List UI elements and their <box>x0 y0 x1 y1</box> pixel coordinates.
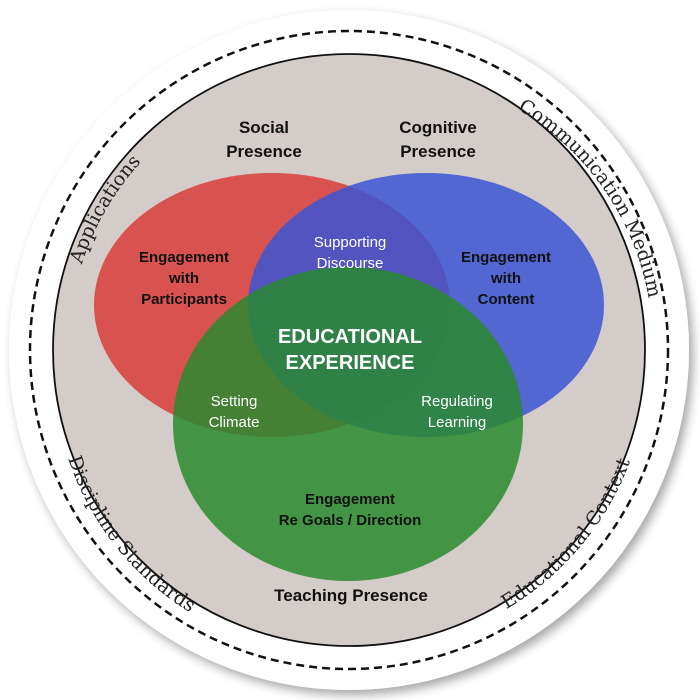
goals-label-line1: Engagement <box>305 491 395 508</box>
discourse-label-line1: Supporting <box>314 234 387 251</box>
participants-label-line3: Participants <box>141 291 227 308</box>
participants-label-line2: with <box>168 270 199 287</box>
center-label-line1: EDUCATIONAL <box>278 326 422 348</box>
teaching-presence-ellipse <box>173 267 523 581</box>
discourse-label-line2: Discourse <box>317 255 384 272</box>
cognitive-presence-title-line1: Cognitive <box>399 118 476 137</box>
participants-label-line1: Engagement <box>139 249 229 266</box>
social-presence-title-line1: Social <box>239 118 289 137</box>
regulating-label-line1: Regulating <box>421 393 493 410</box>
cognitive-presence-title-line2: Presence <box>400 142 476 161</box>
center-label-line2: EXPERIENCE <box>286 352 415 374</box>
goals-label-line2: Re Goals / Direction <box>279 512 422 529</box>
content-label-line3: Content <box>478 291 535 308</box>
content-label-line2: with <box>490 270 521 287</box>
climate-label-line2: Climate <box>209 414 260 431</box>
social-presence-title-line2: Presence <box>226 142 302 161</box>
dashed-border <box>28 29 670 671</box>
regulating-label-line2: Learning <box>428 414 486 431</box>
climate-label-line1: Setting <box>211 393 258 410</box>
teaching-presence-title: Teaching Presence <box>274 586 428 605</box>
content-label-line1: Engagement <box>461 249 551 266</box>
